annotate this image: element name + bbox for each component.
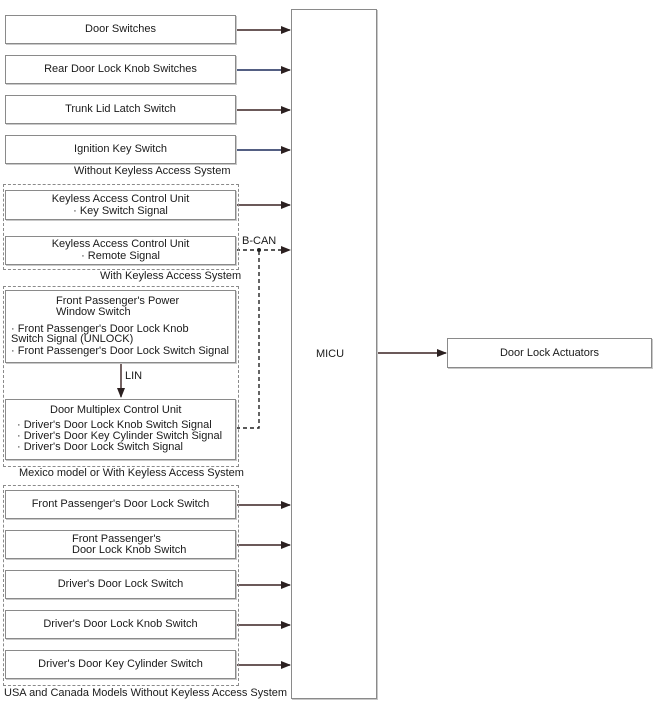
door-lock-actuators-box: Door Lock Actuators (447, 338, 652, 368)
fp-knob-line1: Front Passenger's (72, 533, 161, 545)
bcan-label: B-CAN (242, 235, 277, 247)
keyless-key-signal: · Key Switch Signal (73, 205, 168, 217)
drv-key-cylinder-label: Driver's Door Key Cylinder Switch (38, 658, 203, 670)
dmcu-signal2: · Driver's Door Key Cylinder Switch Sign… (17, 430, 223, 442)
fp-door-lock-knob-box: Front Passenger's Door Lock Knob Switch (5, 530, 236, 559)
dmcu-signal3: · Driver's Door Lock Switch Signal (17, 441, 183, 453)
fp-power-signal1: · Front Passenger's Door Lock Knob (11, 323, 189, 335)
drv-key-cylinder-box: Driver's Door Key Cylinder Switch (5, 650, 236, 679)
dmcu-signal1: · Driver's Door Lock Knob Switch Signal (17, 419, 212, 431)
fp-power-signal3: · Front Passenger's Door Lock Switch Sig… (11, 345, 229, 357)
group-with-keyless (3, 184, 239, 270)
group-mexico (3, 286, 239, 467)
keyless-remote-signal: · Remote Signal (81, 250, 160, 262)
ignition-box: Ignition Key Switch (5, 135, 236, 164)
fp-power-title1: Front Passenger's Power (56, 295, 180, 307)
bcan-junction (257, 248, 261, 252)
mexico-label: Mexico model or With Keyless Access Syst… (19, 467, 244, 479)
micu-label: MICU (315, 347, 345, 360)
door-switches-box: Door Switches (5, 15, 236, 44)
fp-power-title2: Window Switch (56, 306, 131, 318)
dmcu-title: Door Multiplex Control Unit (50, 404, 182, 416)
rear-knob-box: Rear Door Lock Knob Switches (5, 55, 236, 84)
rear-knob-label: Rear Door Lock Knob Switches (44, 63, 197, 75)
bcan-drop (236, 250, 260, 429)
trunk-box: Trunk Lid Latch Switch (5, 95, 236, 124)
with-keyless-label: With Keyless Access System (100, 270, 242, 282)
door-switches-label: Door Switches (85, 23, 156, 35)
ignition-label: Ignition Key Switch (74, 143, 167, 155)
drv-door-lock-switch-box: Driver's Door Lock Switch (5, 570, 236, 599)
keyless-key-title: Keyless Access Control Unit (51, 193, 190, 205)
keyless-key-box: Keyless Access Control Unit · Key Switch… (5, 190, 236, 220)
group-usa-canada (3, 485, 239, 686)
micu-box: MICU (291, 9, 377, 699)
fp-knob-line2: Door Lock Knob Switch (72, 544, 187, 556)
door-multiplex-box: Door Multiplex Control Unit · Driver's D… (5, 399, 236, 460)
fp-power-window-box: Front Passenger's Power Window Switch · … (5, 290, 236, 363)
drv-door-lock-knob-box: Driver's Door Lock Knob Switch (5, 610, 236, 639)
fp-power-signal2: Switch Signal (UNLOCK) (11, 333, 134, 345)
without-keyless-label: Without Keyless Access System (74, 165, 231, 177)
door-lock-actuators-label: Door Lock Actuators (499, 346, 600, 359)
fp-door-lock-switch-label: Front Passenger's Door Lock Switch (31, 498, 210, 510)
trunk-label: Trunk Lid Latch Switch (65, 103, 176, 115)
fp-door-lock-switch-box: Front Passenger's Door Lock Switch (5, 490, 236, 519)
keyless-remote-title: Keyless Access Control Unit (51, 238, 190, 250)
drv-door-lock-knob-label: Driver's Door Lock Knob Switch (43, 618, 198, 630)
drv-door-lock-switch-label: Driver's Door Lock Switch (57, 578, 184, 590)
keyless-remote-box: Keyless Access Control Unit · Remote Sig… (5, 236, 236, 265)
usa-canada-label: USA and Canada Models Without Keyless Ac… (4, 687, 288, 699)
lin-label: LIN (125, 370, 143, 382)
